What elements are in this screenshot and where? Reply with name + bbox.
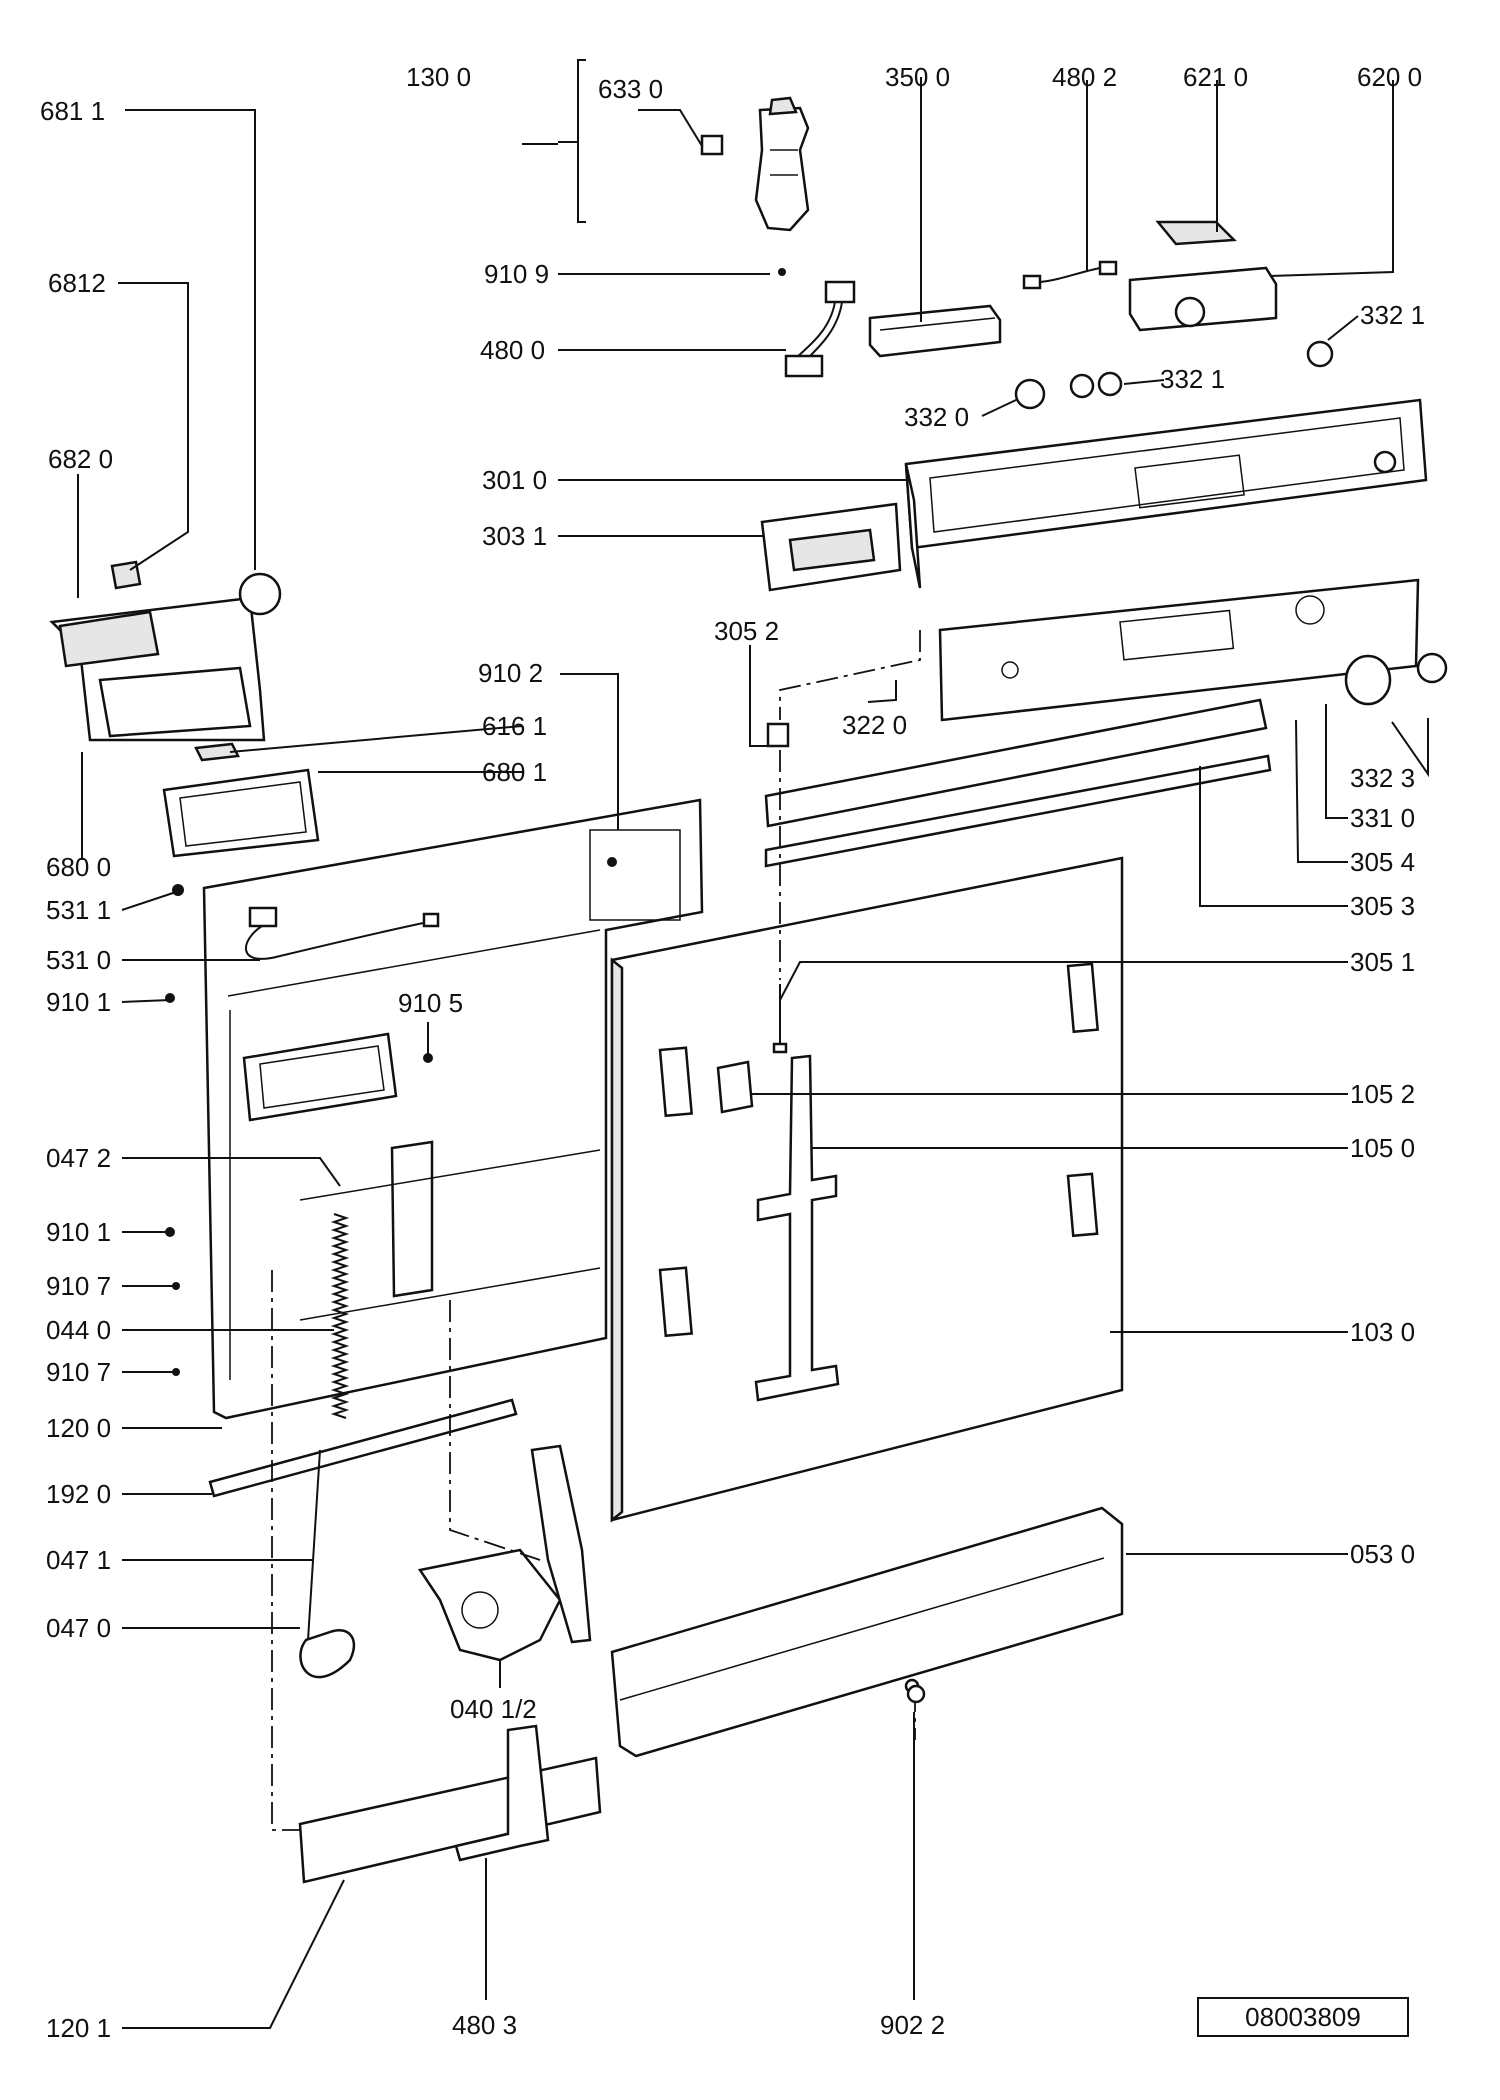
handle-plate [760, 502, 902, 592]
inner-door-frame [202, 798, 704, 1420]
callout-3052: 305 2 [714, 616, 779, 646]
control-panel [904, 398, 1428, 589]
callout-3010: 301 0 [482, 465, 547, 495]
rod-0471 [307, 1449, 321, 1641]
control-module [868, 304, 1002, 358]
callout-4803: 480 3 [452, 2010, 517, 2040]
callout-3321b: 332 1 [1160, 364, 1225, 394]
wire-5310 [245, 906, 440, 960]
callout-3220: 322 0 [842, 710, 907, 740]
timer-unit [1128, 266, 1278, 332]
callout-6811: 681 1 [40, 96, 105, 126]
callout-04012: 040 1/2 [450, 1694, 537, 1724]
callout-3054: 305 4 [1350, 847, 1415, 877]
dispenser [49, 560, 282, 742]
spring [330, 1213, 350, 1419]
knob-3310 [1344, 654, 1392, 706]
outer-door-panel [610, 856, 1124, 1523]
callout-labels: 681 1 6812 682 0 130 0 633 0 910 9 480 0… [40, 62, 1425, 2043]
bracket-3052 [766, 722, 790, 748]
callout-3053: 305 3 [1350, 891, 1415, 921]
callout-5311: 531 1 [46, 895, 111, 925]
knob-3321a [1306, 340, 1334, 368]
callout-9105: 910 5 [398, 988, 463, 1018]
wire [1022, 260, 1118, 290]
callout-9102: 910 2 [478, 658, 543, 688]
knob-3321b-1 [1069, 373, 1095, 399]
callout-1300: 130 0 [406, 62, 471, 92]
callout-1050: 105 0 [1350, 1133, 1415, 1163]
callout-6820: 682 0 [48, 444, 113, 474]
callout-5310: 531 0 [46, 945, 111, 975]
leader-lines [77, 77, 1429, 2029]
callout-6200: 620 0 [1357, 62, 1422, 92]
callout-9107a: 910 7 [46, 1271, 111, 1301]
callout-1052: 105 2 [1350, 1079, 1415, 1109]
callout-9107b: 910 7 [46, 1357, 111, 1387]
callout-0470: 047 0 [46, 1613, 111, 1643]
knob-3321b-2 [1097, 371, 1123, 397]
callout-0530: 053 0 [1350, 1539, 1415, 1569]
bottom-bracket-0530 [610, 1506, 1124, 1758]
fascia-panel [938, 578, 1420, 722]
callout-3031: 303 1 [482, 521, 547, 551]
callout-0440: 044 0 [46, 1315, 111, 1345]
clip-0470 [299, 1629, 356, 1679]
callout-6801: 680 1 [482, 757, 547, 787]
callout-6161: 616 1 [482, 711, 547, 741]
kick-plate-1201 [298, 1756, 602, 1884]
part-6161 [194, 742, 240, 762]
part-4803 [454, 1724, 550, 1862]
callout-3500: 350 0 [885, 62, 950, 92]
callout-3051: 305 1 [1350, 947, 1415, 977]
callout-1200: 120 0 [46, 1413, 111, 1443]
callout-9022: 902 2 [880, 2010, 945, 2040]
wire-harness [784, 280, 856, 378]
door-lock-assembly [700, 96, 810, 232]
callout-1030: 103 0 [1350, 1317, 1415, 1347]
knob-3320 [1014, 378, 1046, 410]
rail-3053 [764, 754, 1272, 868]
rail-3054 [764, 698, 1268, 828]
callout-6800: 680 0 [46, 852, 111, 882]
callout-3320: 332 0 [904, 402, 969, 432]
callout-6812: 6812 [48, 268, 106, 298]
callout-9101a: 910 1 [46, 987, 111, 1017]
group-bracket [577, 59, 586, 223]
callout-3310: 331 0 [1350, 803, 1415, 833]
callout-0472: 047 2 [46, 1143, 111, 1173]
callout-6210: 621 0 [1183, 62, 1248, 92]
callout-3323: 332 3 [1350, 763, 1415, 793]
knob-3323 [1416, 652, 1448, 684]
hinge-04012 [417, 1548, 562, 1662]
drawing-number-box: 08003809 [1197, 1997, 1409, 2037]
callout-1920: 192 0 [46, 1479, 111, 1509]
callout-0471: 047 1 [46, 1545, 111, 1575]
callout-9101b: 910 1 [46, 1217, 111, 1247]
callout-9109: 910 9 [484, 259, 549, 289]
callout-6330: 633 0 [598, 74, 663, 104]
board-621 [1155, 220, 1237, 246]
callout-4800: 480 0 [480, 335, 545, 365]
callout-3321a: 332 1 [1360, 300, 1425, 330]
strip-1920 [208, 1398, 518, 1498]
callout-4802: 480 2 [1052, 62, 1117, 92]
callout-1201: 120 1 [46, 2013, 111, 2043]
drawing-number: 08003809 [1245, 2002, 1361, 2032]
